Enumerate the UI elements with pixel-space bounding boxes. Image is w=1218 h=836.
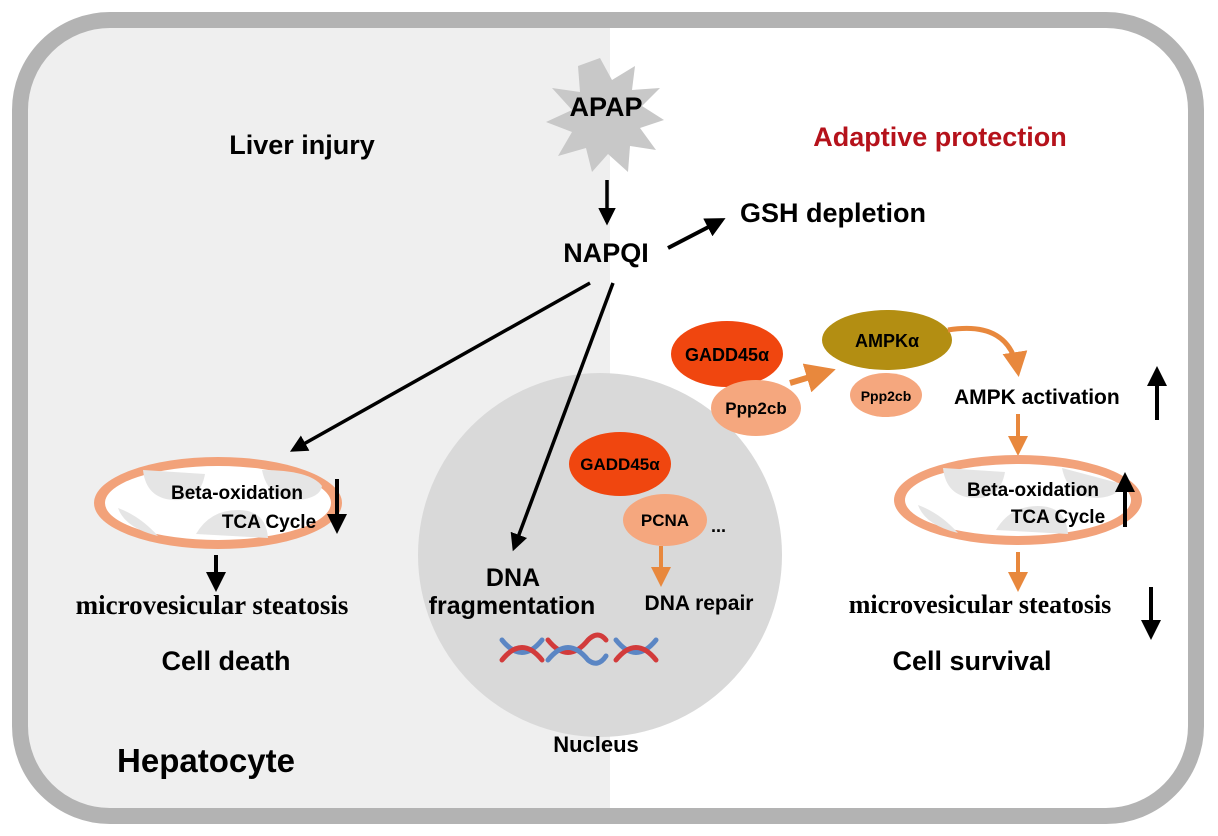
pcna-ellipsis: ...	[711, 516, 726, 536]
right-mitochondrion	[894, 455, 1142, 545]
nucleus-gadd45a-label: GADD45α	[580, 455, 660, 474]
right-microvesicular-steatosis-label: microvesicular steatosis	[849, 590, 1112, 619]
napqi-to-dna-arrow	[510, 282, 615, 552]
nucleus-gadd45a-protein	[569, 432, 671, 496]
left-microvesicular-steatosis-label: microvesicular steatosis	[76, 590, 349, 620]
adaptive-protection-heading: Adaptive protection	[813, 122, 1067, 152]
dna-repair-label: DNA repair	[645, 592, 754, 615]
left-tca-cycle-label: TCA Cycle	[222, 512, 316, 533]
apap-starburst-icon	[546, 58, 664, 172]
ppp2cb-protein-left	[711, 380, 801, 436]
dna-label: DNA	[486, 564, 540, 592]
fragmented-dna-icon	[499, 632, 659, 666]
ppp2cb-protein-right	[850, 373, 922, 417]
pcna-protein	[623, 494, 707, 546]
apap-label: APAP	[569, 92, 642, 122]
ampka-label: AMPKα	[855, 331, 919, 351]
left-mitochondrion	[94, 457, 342, 549]
right-tca-cycle-label: TCA Cycle	[1011, 507, 1105, 528]
cell-death-label: Cell death	[161, 646, 290, 676]
ppp2cb-label-left: Ppp2cb	[725, 399, 786, 418]
ppp2cb-label-right: Ppp2cb	[861, 388, 912, 404]
gadd45a-label: GADD45α	[685, 345, 769, 365]
liver-injury-heading: Liver injury	[229, 130, 375, 160]
napqi-to-mitochondrion-arrow	[289, 281, 591, 452]
right-beta-oxidation-label: Beta-oxidation	[967, 480, 1099, 501]
ampka-protein	[822, 310, 952, 370]
napqi-label: NAPQI	[563, 238, 649, 268]
fragmentation-label: fragmentation	[429, 592, 596, 620]
cell-survival-label: Cell survival	[892, 646, 1051, 676]
ampk-activation-label: AMPK activation	[954, 386, 1120, 409]
complex-transfer-arrow	[789, 363, 836, 393]
hepatocyte-label: Hepatocyte	[117, 742, 295, 779]
gadd45a-protein	[671, 321, 783, 387]
left-beta-oxidation-label: Beta-oxidation	[171, 483, 303, 504]
ampk-activation-curve-arrow	[947, 325, 1028, 377]
nucleus-label: Nucleus	[553, 732, 639, 757]
napqi-to-gsh-arrow	[667, 218, 726, 250]
cell-membrane	[12, 12, 1204, 824]
pcna-label: PCNA	[641, 511, 689, 530]
gsh-depletion-label: GSH depletion	[740, 198, 926, 228]
